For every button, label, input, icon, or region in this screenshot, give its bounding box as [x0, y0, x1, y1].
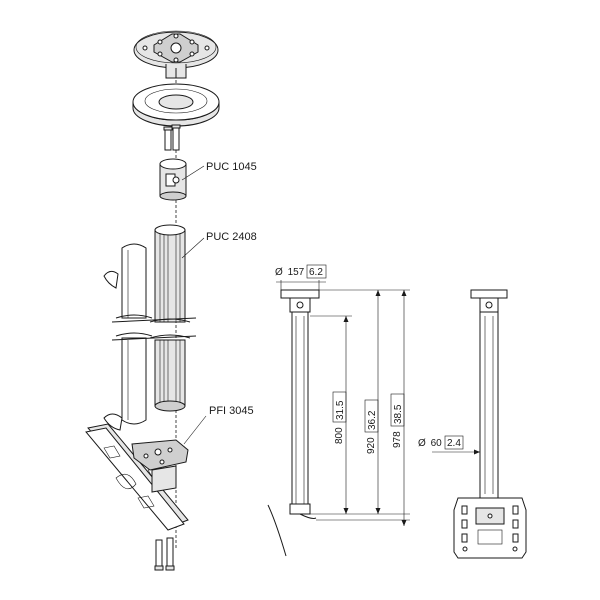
bolts-top [163, 124, 181, 151]
dim-157-in: 6.2 [309, 267, 323, 278]
cable-cover [103, 243, 153, 431]
dim-800-mm: 800 [334, 427, 345, 444]
puc-2408-column-lower [149, 334, 191, 412]
svg-text:Ø 157: Ø 157 [275, 267, 305, 278]
dim-800-in: 31.5 [335, 400, 346, 420]
label-puc-1045: PUC 1045 [206, 161, 257, 173]
dim-978-in: 38.5 [393, 404, 404, 424]
ceiling-cover [132, 83, 220, 127]
label-pfi-3045: PFI 3045 [209, 405, 254, 417]
svg-text:Ø 60: Ø 60 [418, 438, 442, 449]
bolts-bottom [154, 537, 175, 571]
label-puc-2408: PUC 2408 [206, 231, 257, 243]
dim-920-mm: 920 [366, 437, 377, 454]
dim-157-mm: 157 [288, 267, 305, 278]
pfi-3045-tilt-plate [85, 415, 207, 531]
dim-920-in: 36.2 [367, 410, 378, 430]
dim-978-mm: 978 [392, 431, 403, 448]
exploded-view: PUC 1045 PUC 2408 [85, 30, 257, 571]
dim-60-in: 2.4 [447, 438, 461, 449]
side-view: Ø 157 6.2 800 31.5 920 36.2 978 38.5 [267, 264, 410, 557]
dim-157-symbol: Ø [275, 267, 283, 278]
dim-60-mm: 60 [431, 438, 443, 449]
puc-1045-connector [159, 158, 205, 201]
front-view: Ø 60 2.4 [418, 289, 527, 559]
dim-60-symbol: Ø [418, 438, 426, 449]
ceiling-plate [133, 30, 219, 79]
puc-2408-column [149, 224, 205, 323]
